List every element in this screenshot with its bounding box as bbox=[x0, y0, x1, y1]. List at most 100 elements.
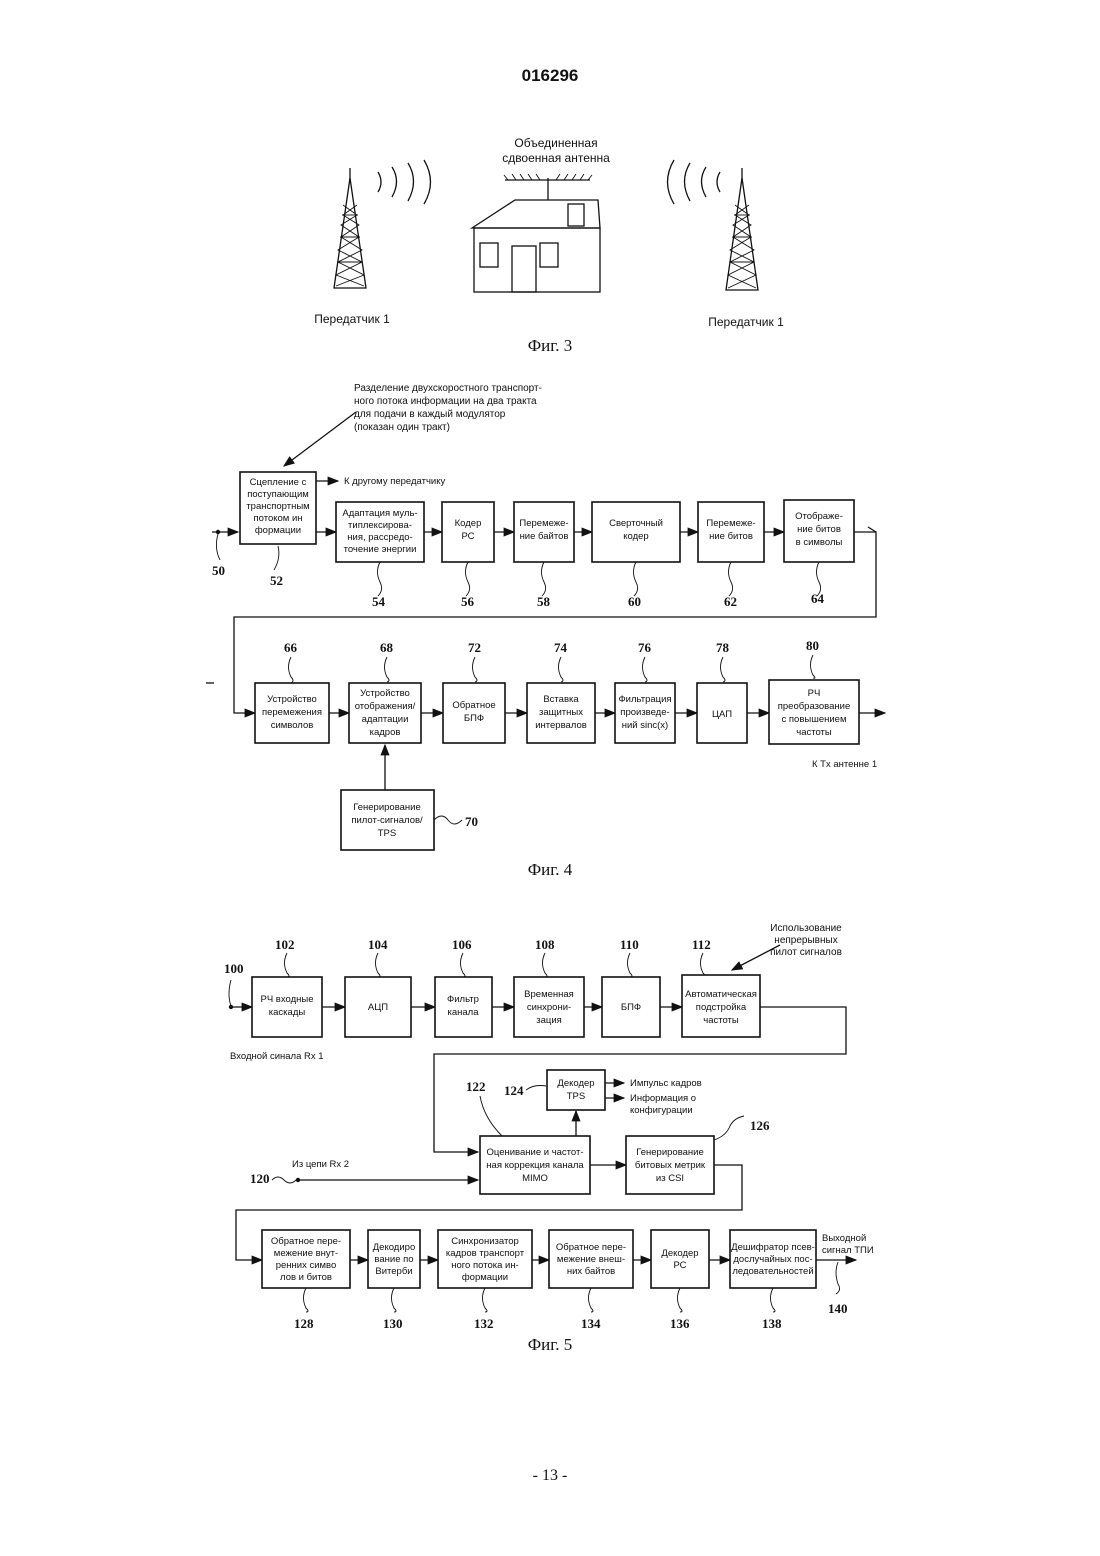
block-66-number: 66 bbox=[284, 640, 298, 655]
block-106-line1: Фильтр bbox=[447, 994, 479, 1005]
block-80-line2: преобразование bbox=[778, 701, 851, 712]
block-70-line1: Генерирование bbox=[353, 802, 421, 813]
block-112-line3: частоты bbox=[703, 1015, 739, 1026]
block-68-line3: адаптации bbox=[362, 714, 409, 725]
radio-waves-right-icon bbox=[668, 160, 721, 204]
block-106-number: 106 bbox=[452, 937, 472, 952]
block-122-line2: ная коррекция канала bbox=[486, 1160, 584, 1171]
output-label-line1: Выходной bbox=[822, 1233, 866, 1244]
pilot-note-line3: пилот сигналов bbox=[770, 947, 842, 958]
house-icon bbox=[472, 174, 600, 292]
block-52-line3: транспортным bbox=[246, 501, 309, 512]
block-132-line3: ного потока ин- bbox=[451, 1260, 518, 1271]
transmitter-tower-left bbox=[334, 168, 366, 288]
block-130-line3: Витерби bbox=[375, 1266, 412, 1277]
block-124-line1: Декодер bbox=[557, 1078, 594, 1089]
block-68-line2: отображения/ bbox=[355, 701, 416, 712]
block-56-number: 56 bbox=[461, 594, 475, 609]
block-58-number: 58 bbox=[537, 594, 551, 609]
block-54-number: 54 bbox=[372, 594, 386, 609]
block-62-line2: ние битов bbox=[709, 531, 753, 542]
block-76-line3: ний sinc(x) bbox=[622, 720, 668, 731]
transmitter-left-label: Передатчик 1 bbox=[314, 312, 390, 326]
block-126-line1: Генерирование bbox=[636, 1147, 704, 1158]
figure-4-caption: Фиг. 4 bbox=[450, 860, 650, 880]
block-52-line4: потоком ин bbox=[253, 513, 302, 524]
figure-5-diagram: Использование непрерывных пилот сигналов… bbox=[0, 915, 1100, 1335]
block-58-line2: ние байтов bbox=[520, 531, 569, 542]
split-note-line1: Разделение двухскоростного транспорт- bbox=[354, 383, 542, 394]
block-128-line2: межение внут- bbox=[274, 1248, 338, 1259]
block-106-line2: канала bbox=[447, 1007, 479, 1018]
block-136-number: 136 bbox=[670, 1316, 690, 1331]
block-52-line2: поступающим bbox=[247, 489, 309, 500]
block-70-line3: TPS bbox=[378, 828, 396, 839]
block-130-line1: Декодиро bbox=[373, 1242, 415, 1253]
block-112-line2: подстройка bbox=[696, 1002, 747, 1013]
block-74-line1: Вставка bbox=[543, 694, 579, 705]
block-52-line5: формации bbox=[255, 525, 301, 536]
block-72-line1: Обратное bbox=[452, 700, 495, 711]
block-132-line1: Синхронизатор bbox=[451, 1236, 519, 1247]
figure-5-caption: Фиг. 5 bbox=[450, 1335, 650, 1355]
pilot-note-line1: Использование bbox=[770, 923, 842, 934]
block-80-line1: РЧ bbox=[808, 688, 821, 699]
block-126-line2: битовых метрик bbox=[635, 1160, 706, 1171]
block-64-line1: Отображе- bbox=[795, 511, 843, 522]
figure-3-illustration: Объединенная сдвоенная антенна bbox=[0, 120, 1100, 360]
block-64-line2: ние битов bbox=[797, 524, 841, 535]
block-128-line1: Обратное пере- bbox=[271, 1236, 341, 1247]
split-note-line2: ного потока информации на два тракта bbox=[354, 395, 537, 407]
block-74-number: 74 bbox=[554, 640, 568, 655]
output-number-140: 140 bbox=[828, 1301, 848, 1316]
block-102-line1: РЧ входные bbox=[261, 994, 314, 1005]
block-80-line4: частоты bbox=[796, 727, 832, 738]
transmitter-right-label: Передатчик 1 bbox=[708, 315, 784, 329]
to-tx-antenna-label: К Tx антенне 1 bbox=[812, 759, 877, 770]
block-112-line1: Автоматическая bbox=[685, 989, 757, 1000]
radio-waves-left-icon bbox=[378, 160, 431, 204]
figure-4-diagram: Разделение двухскоростного транспорт- но… bbox=[0, 370, 1100, 860]
block-126-line3: из CSI bbox=[656, 1173, 684, 1184]
block-102-line2: каскады bbox=[269, 1007, 306, 1018]
block-54-line4: точение энергии bbox=[344, 544, 417, 555]
block-104-number: 104 bbox=[368, 937, 388, 952]
pilot-note-line2: непрерывных bbox=[774, 935, 837, 946]
block-112-number: 112 bbox=[692, 937, 711, 952]
block-68-line1: Устройство bbox=[360, 688, 410, 699]
frame-pulse-label: Импульс кадров bbox=[630, 1078, 702, 1089]
block-70-number: 70 bbox=[465, 814, 478, 829]
block-64-line3: в символы bbox=[796, 537, 843, 548]
block-76-line1: Фильтрация bbox=[618, 694, 671, 705]
split-note-line4: (показан один тракт) bbox=[354, 422, 450, 433]
block-78-line1: ЦАП bbox=[712, 709, 732, 720]
block-128-line3: ренних симво bbox=[276, 1260, 337, 1271]
block-56-line2: РС bbox=[461, 531, 474, 542]
block-138-line1: Дешифратор псев- bbox=[731, 1242, 815, 1253]
to-other-transmitter-label: К другому передатчику bbox=[344, 476, 445, 487]
block-60-line2: кодер bbox=[623, 531, 648, 542]
block-58-line1: Перемеже- bbox=[519, 518, 568, 529]
block-138-line3: ледовательностей bbox=[732, 1266, 813, 1277]
block-66-line1: Устройство bbox=[267, 694, 317, 705]
block-68-number: 68 bbox=[380, 640, 394, 655]
block-72-number: 72 bbox=[468, 640, 481, 655]
block-126-number: 126 bbox=[750, 1118, 770, 1133]
block-52-number: 52 bbox=[270, 573, 283, 588]
document-number: 016296 bbox=[0, 66, 1100, 86]
page-number: - 13 - bbox=[0, 1467, 1100, 1485]
block-60-line1: Сверточный bbox=[609, 518, 663, 529]
block-124-number: 124 bbox=[504, 1083, 524, 1098]
antenna-label-line1: Объединенная bbox=[514, 136, 597, 150]
block-124-line2: TPS bbox=[567, 1091, 585, 1102]
input-number-120: 120 bbox=[250, 1171, 270, 1186]
block-60-number: 60 bbox=[628, 594, 641, 609]
block-138-number: 138 bbox=[762, 1316, 782, 1331]
block-68-line4: кадров bbox=[370, 727, 401, 738]
block-132-number: 132 bbox=[474, 1316, 494, 1331]
block-130-number: 130 bbox=[383, 1316, 403, 1331]
block-134-number: 134 bbox=[581, 1316, 601, 1331]
block-54-line2: типлексирова- bbox=[348, 520, 412, 531]
block-122-line1: Оценивание и частот- bbox=[486, 1147, 583, 1158]
block-136-rs-decoder bbox=[651, 1230, 709, 1288]
